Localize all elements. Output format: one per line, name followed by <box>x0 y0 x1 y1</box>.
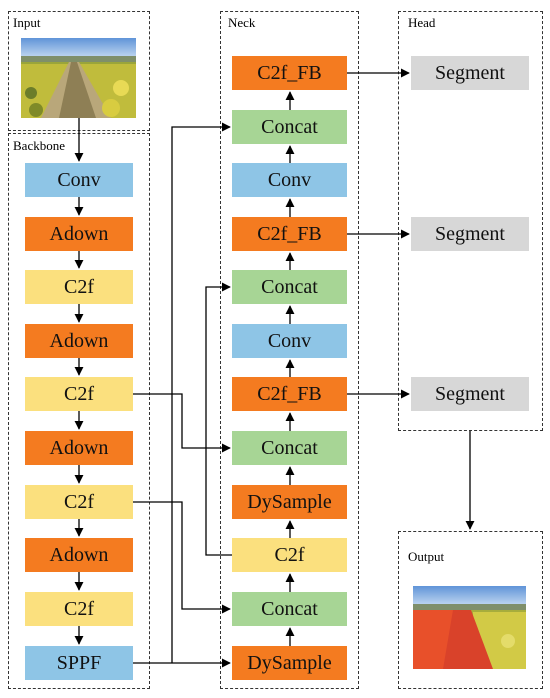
backbone-c2f-block: C2f <box>25 377 133 411</box>
output-label: Output <box>408 549 445 564</box>
head-segment-block: Segment <box>411 56 529 90</box>
head-segment-block: Segment <box>411 377 529 411</box>
backbone-c2f-block: C2f <box>25 270 133 304</box>
head-segment-block: Segment <box>411 217 529 251</box>
backbone-conv-block: Conv <box>25 163 133 197</box>
output-group <box>398 531 543 689</box>
neck-group <box>220 11 359 689</box>
backbone-adown-block: Adown <box>25 324 133 358</box>
backbone-sppf-block: SPPF <box>25 646 133 680</box>
head-group <box>398 11 543 431</box>
input-image <box>21 38 136 118</box>
neck-c2f-block: C2f <box>232 538 347 572</box>
neck-concat-block: Concat <box>232 110 347 144</box>
backbone-adown-block: Adown <box>25 538 133 572</box>
neck-c2f-fb-block: C2f_FB <box>232 377 347 411</box>
neck-dysample-block: DySample <box>232 485 347 519</box>
neck-concat-block: Concat <box>232 431 347 465</box>
backbone-c2f-block: C2f <box>25 485 133 519</box>
neck-conv-block: Conv <box>232 324 347 358</box>
backbone-adown-block: Adown <box>25 431 133 465</box>
neck-conv-block: Conv <box>232 163 347 197</box>
neck-concat-block: Concat <box>232 270 347 304</box>
backbone-label: Backbone <box>13 138 65 153</box>
backbone-adown-block: Adown <box>25 217 133 251</box>
neck-label: Neck <box>228 15 256 30</box>
backbone-c2f-block: C2f <box>25 592 133 626</box>
input-label: Input <box>13 15 41 30</box>
head-label: Head <box>408 15 436 30</box>
neck-c2f-fb-block: C2f_FB <box>232 217 347 251</box>
neck-concat-block: Concat <box>232 592 347 626</box>
output-image <box>413 586 526 669</box>
neck-dysample-block: DySample <box>232 646 347 680</box>
neck-c2f-fb-block: C2f_FB <box>232 56 347 90</box>
